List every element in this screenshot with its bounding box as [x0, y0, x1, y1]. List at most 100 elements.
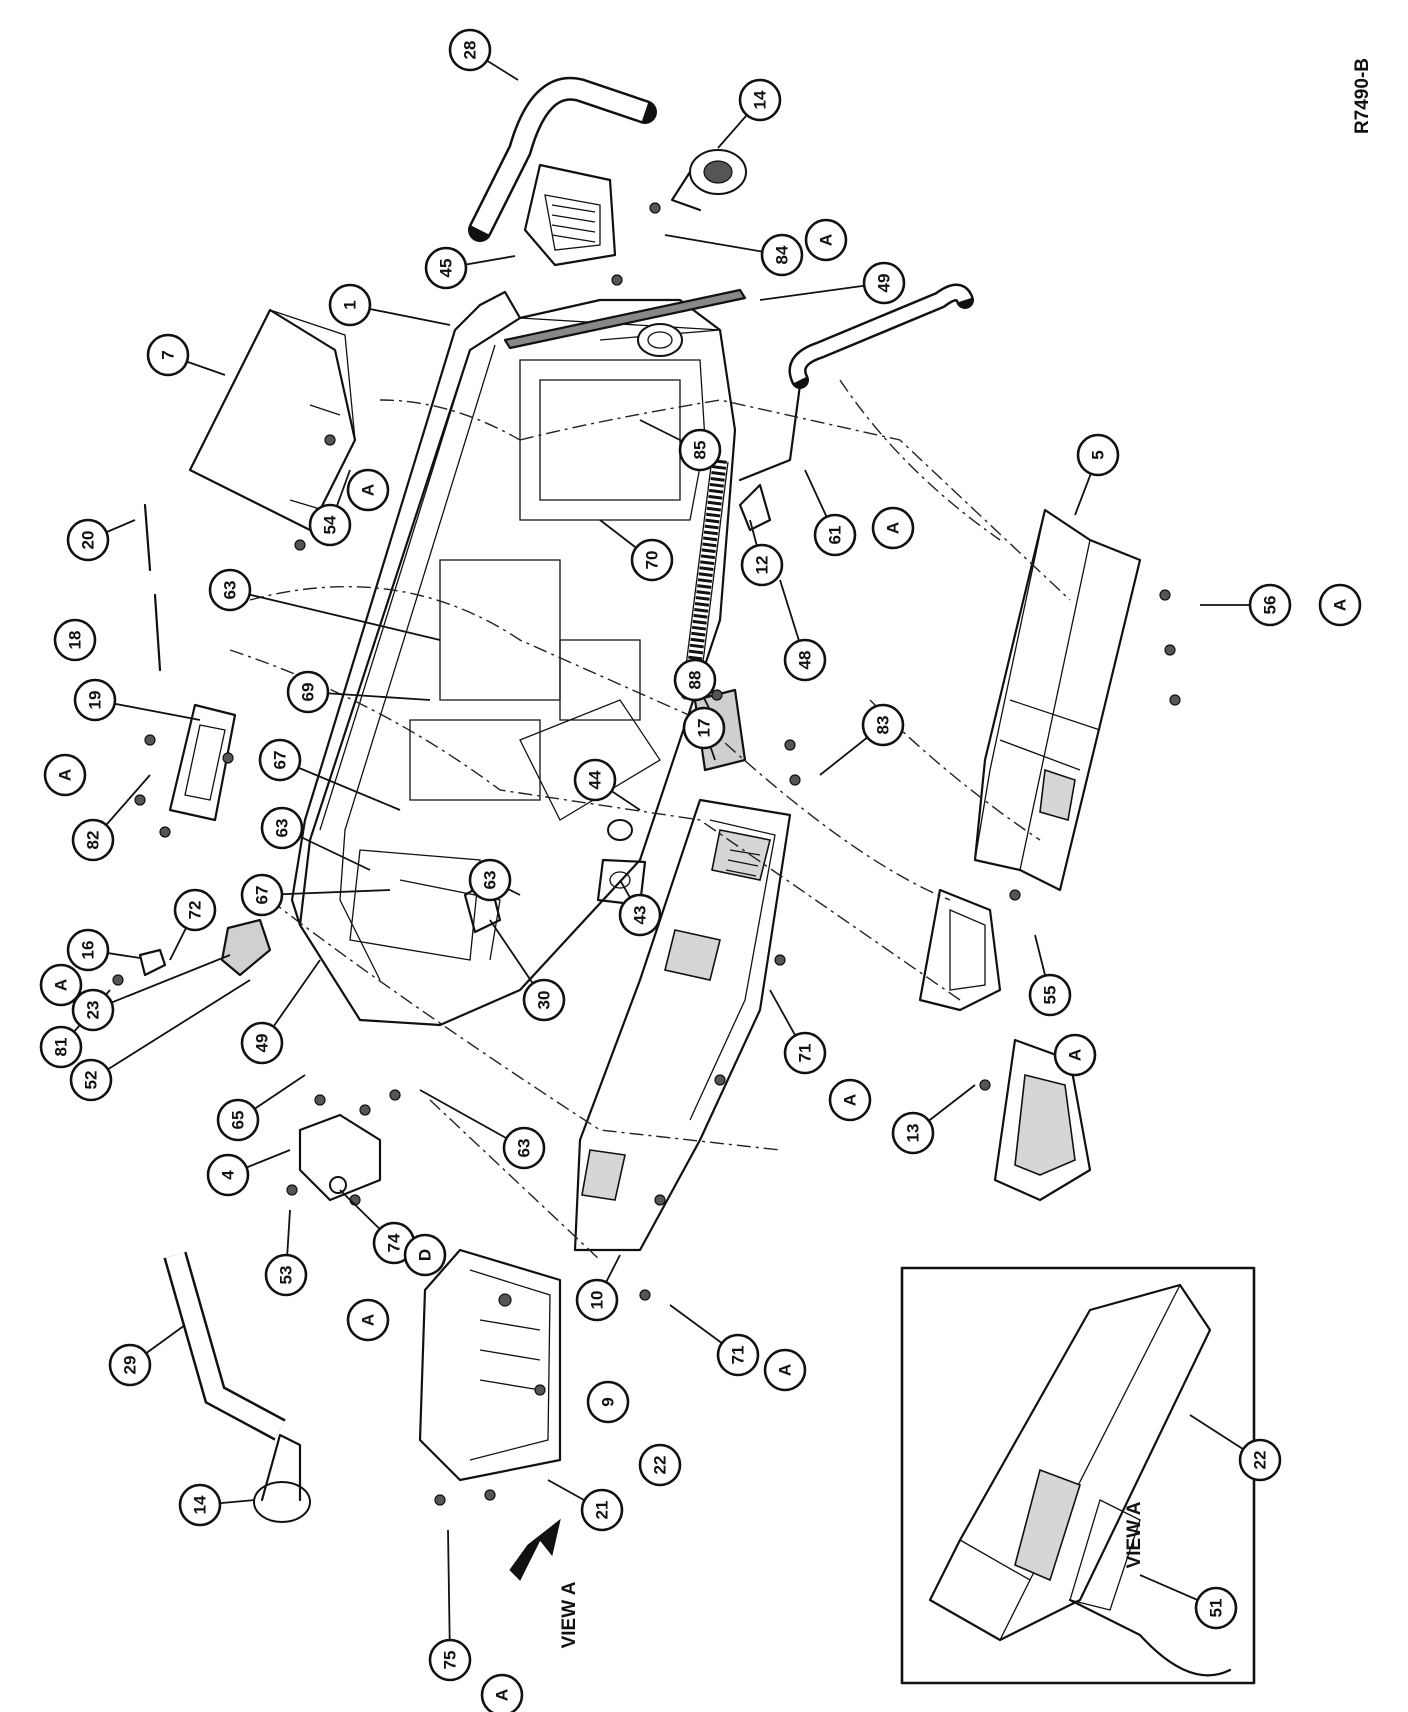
callout-circle [804, 218, 848, 262]
callout-circle [738, 78, 782, 122]
callout-circle [448, 28, 492, 72]
callout-circle [53, 618, 97, 662]
cluster-bezel-10 [573, 798, 792, 1252]
callout-7: 7 [146, 333, 190, 377]
callout-circle [871, 506, 915, 550]
callout-label: A [817, 234, 836, 246]
callout-67: 67 [240, 873, 284, 917]
callout-29: 29 [108, 1343, 152, 1387]
callout-circle [638, 1443, 682, 1487]
callout-48: 48 [783, 638, 827, 682]
callout-circle [783, 1031, 827, 1075]
callout-label: 21 [593, 1501, 612, 1520]
callout-88: 88 [673, 658, 717, 702]
callout-label: 4 [219, 1170, 238, 1180]
callout-label: A [884, 522, 903, 534]
callout-A: A [1318, 583, 1362, 627]
control-module-21 [418, 1248, 562, 1482]
callout-circle [1238, 1438, 1282, 1482]
callout-label: A [359, 484, 378, 496]
callout-67: 67 [258, 738, 302, 782]
callout-51: 51 [1194, 1586, 1238, 1630]
callout-label: 56 [1261, 596, 1280, 615]
callout-22: 22 [1238, 1438, 1282, 1482]
callout-label: 22 [651, 1456, 670, 1475]
callout-circle [1053, 1033, 1097, 1077]
callout-44: 44 [573, 758, 617, 802]
callout-label: 17 [695, 719, 714, 738]
callout-circle [586, 1380, 630, 1424]
callout-circle [740, 543, 784, 587]
callout-83: 83 [861, 703, 905, 747]
callout-14: 14 [178, 1483, 222, 1527]
callout-label: 51 [1207, 1599, 1226, 1618]
switch-23 [220, 918, 272, 977]
callout-23: 23 [71, 988, 115, 1032]
callout-circle [240, 1021, 284, 1065]
callout-82: 82 [71, 818, 115, 862]
callout-label: 63 [481, 871, 500, 890]
callout-circle [39, 1025, 83, 1069]
callout-label: 12 [753, 556, 772, 575]
callout-69: 69 [286, 670, 330, 714]
callout-label: A [359, 1314, 378, 1326]
callout-65: 65 [216, 1098, 260, 1142]
callout-circle [573, 758, 617, 802]
callout-circle [66, 928, 110, 972]
callout-label: A [52, 979, 71, 991]
callout-circle [1076, 433, 1120, 477]
callout-circle [173, 888, 217, 932]
callout-label: 69 [299, 683, 318, 702]
callout-label: 45 [437, 259, 456, 278]
callout-label: 88 [686, 671, 705, 690]
callout-label: 48 [796, 651, 815, 670]
leader-line [447, 1529, 451, 1661]
callout-21: 21 [580, 1488, 624, 1532]
callout-12: 12 [740, 543, 784, 587]
callout-circle [763, 1348, 807, 1392]
callout-label: 65 [229, 1111, 248, 1130]
callout-label: 63 [273, 819, 292, 838]
callout-circle [522, 978, 566, 1022]
callout-circle [346, 1298, 390, 1342]
callout-circle [891, 1111, 935, 1155]
callout-A: A [804, 218, 848, 262]
callout-label: 54 [321, 515, 340, 534]
callout-label: 10 [588, 1291, 607, 1310]
callout-circle [468, 858, 512, 902]
callout-52: 52 [69, 1058, 113, 1102]
callout-label: 83 [874, 716, 893, 735]
callout-14: 14 [738, 78, 782, 122]
callout-label: A [1331, 599, 1350, 611]
part-16 [138, 948, 167, 977]
callout-label: 81 [52, 1038, 71, 1057]
callout-circle [260, 806, 304, 850]
callout-circle [813, 513, 857, 557]
callout-label: 44 [586, 770, 605, 789]
callout-A: A [43, 753, 87, 797]
callout-A: A [480, 1673, 524, 1712]
callout-9: 9 [586, 1380, 630, 1424]
callout-label: 14 [751, 90, 770, 109]
callout-17: 17 [682, 706, 726, 750]
callout-1: 1 [328, 283, 372, 327]
callout-49: 49 [862, 261, 906, 305]
callout-71: 71 [716, 1333, 760, 1377]
hose-29-inner [165, 1252, 285, 1439]
leader-line [229, 589, 441, 641]
drawing-id: R7490-B [1352, 58, 1373, 134]
callout-label: 67 [271, 751, 290, 770]
callout-85: 85 [678, 428, 722, 472]
callout-circle [216, 1098, 260, 1142]
callout-D: D [403, 1233, 447, 1277]
callout-label: 55 [1041, 986, 1060, 1005]
callout-label: 16 [79, 941, 98, 960]
callout-label: 53 [277, 1266, 296, 1285]
callout-circle [208, 568, 252, 612]
hose-28-inner [471, 79, 649, 235]
glove-box-bin [973, 508, 1142, 892]
callout-45: 45 [424, 246, 468, 290]
callout-label: 49 [253, 1034, 272, 1053]
callout-circle [861, 703, 905, 747]
